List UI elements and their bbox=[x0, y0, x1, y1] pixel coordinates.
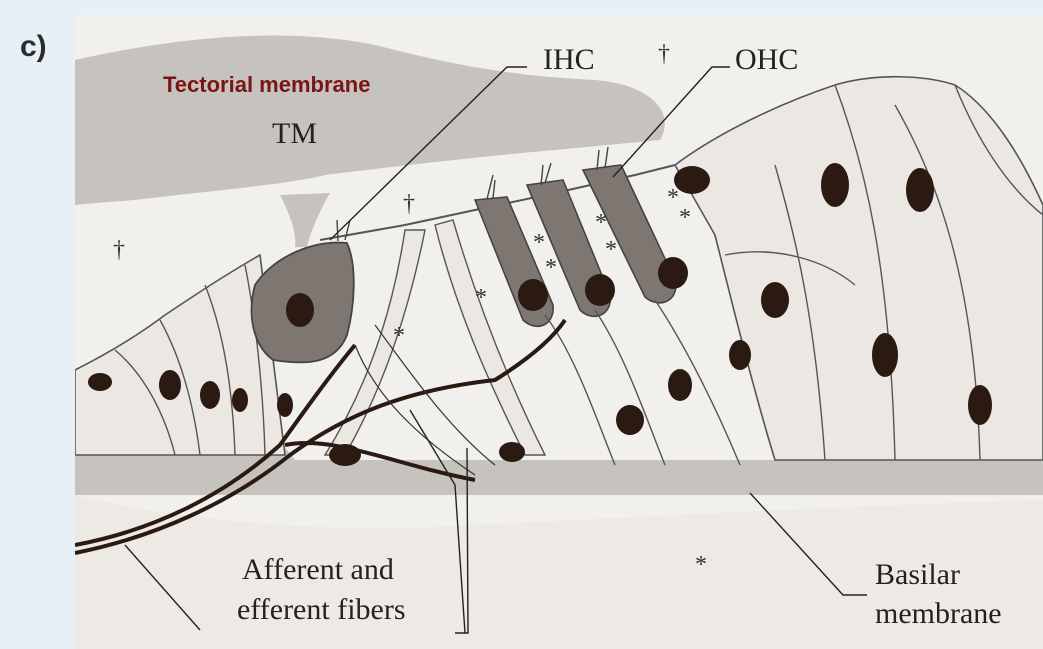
asterisk-mark: * bbox=[533, 230, 545, 257]
nucleus bbox=[668, 369, 692, 401]
nucleus bbox=[329, 444, 361, 466]
basilar-label-line2: membrane bbox=[875, 597, 1002, 631]
nucleus bbox=[499, 442, 525, 462]
nucleus bbox=[872, 333, 898, 377]
ohc-label: OHC bbox=[735, 43, 798, 77]
support-cells-left bbox=[75, 255, 285, 455]
nucleus bbox=[159, 370, 181, 400]
ihc-label: IHC bbox=[543, 43, 595, 77]
panel-label: c) bbox=[20, 30, 47, 64]
asterisk-mark: * bbox=[695, 552, 707, 579]
nucleus-ihc bbox=[286, 293, 314, 327]
nucleus bbox=[968, 385, 992, 425]
asterisk-mark: * bbox=[393, 323, 405, 350]
asterisk-mark: * bbox=[605, 237, 617, 264]
nucleus-ohc-3 bbox=[658, 257, 688, 289]
afferent-label-line1: Afferent and bbox=[242, 553, 394, 587]
nucleus bbox=[674, 166, 710, 194]
afferent-label-line2: efferent fibers bbox=[237, 593, 406, 627]
nucleus bbox=[906, 168, 934, 212]
nucleus bbox=[200, 381, 220, 409]
basilar-label-line1: Basilar bbox=[875, 558, 960, 592]
deiters-cells bbox=[545, 300, 740, 465]
nucleus-ohc-1 bbox=[518, 279, 548, 311]
asterisk-mark: * bbox=[475, 285, 487, 312]
asterisk-mark: * bbox=[667, 185, 679, 212]
tm-label: TM bbox=[272, 117, 317, 151]
dagger-mark: † bbox=[658, 41, 670, 68]
asterisk-mark: * bbox=[595, 210, 607, 237]
nucleus bbox=[277, 393, 293, 417]
asterisk-mark: * bbox=[679, 205, 691, 232]
dagger-mark: † bbox=[403, 191, 415, 218]
nucleus bbox=[761, 282, 789, 318]
nucleus-ohc-2 bbox=[585, 274, 615, 306]
nucleus bbox=[821, 163, 849, 207]
asterisk-mark: * bbox=[545, 255, 557, 282]
organ-of-corti-diagram: Tectorial membrane TM IHC OHC † † † * * … bbox=[75, 15, 1043, 649]
nucleus bbox=[616, 405, 644, 435]
nucleus bbox=[88, 373, 112, 391]
tectorial-membrane-label: Tectorial membrane bbox=[163, 72, 370, 98]
nucleus bbox=[232, 388, 248, 412]
nucleus bbox=[729, 340, 751, 370]
dagger-mark: † bbox=[113, 237, 125, 264]
diagram-drawing bbox=[75, 15, 1043, 649]
